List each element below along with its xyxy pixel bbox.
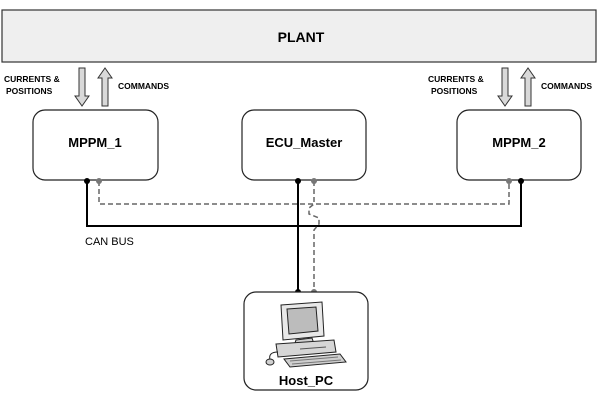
- left-commands-label: COMMANDS: [118, 81, 169, 91]
- can-bus-dashed: [98, 181, 510, 292]
- connection-dots: [84, 178, 524, 295]
- left-currents-arrow: [74, 67, 90, 107]
- ecu-master-label: ECU_Master: [266, 135, 343, 150]
- mppm2-label: MPPM_2: [492, 135, 545, 150]
- host-pc-label: Host_PC: [279, 373, 334, 388]
- plant-box: [1, 9, 597, 63]
- right-commands-arrow: [520, 67, 536, 107]
- ecu-master-box: [241, 109, 367, 181]
- mppm1-box: [32, 109, 159, 181]
- right-currents-label-1: CURRENTS &: [428, 74, 484, 84]
- can-bus-solid: [86, 181, 522, 292]
- right-currents-label-2: POSITIONS: [431, 86, 478, 96]
- right-commands-label: COMMANDS: [541, 81, 592, 91]
- mppm1-label: MPPM_1: [68, 135, 121, 150]
- computer-icon: [265, 301, 347, 368]
- left-commands-arrow: [97, 67, 113, 107]
- right-currents-arrow: [497, 67, 513, 107]
- can-bus-label: CAN BUS: [85, 236, 134, 248]
- plant-label: PLANT: [278, 29, 325, 45]
- left-currents-label-1: CURRENTS &: [4, 74, 60, 84]
- left-currents-label-2: POSITIONS: [6, 86, 53, 96]
